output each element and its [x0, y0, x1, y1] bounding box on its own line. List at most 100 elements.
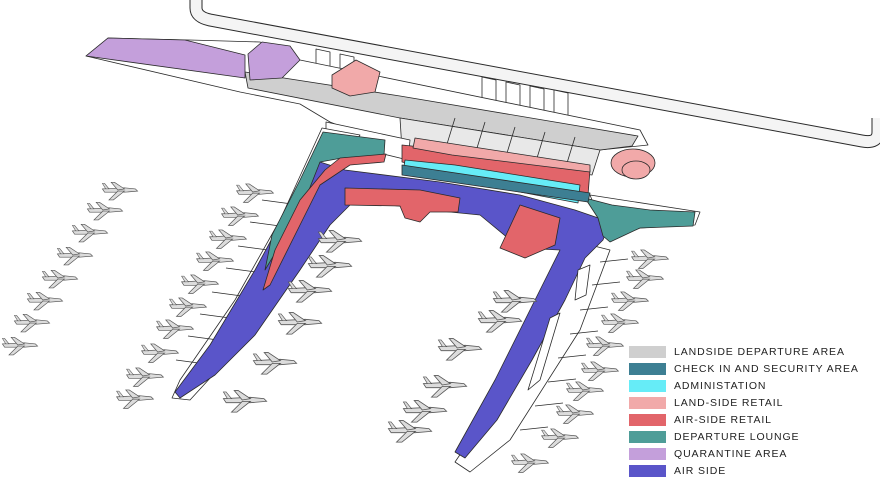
- contact-gate-aircraft-right: [580, 361, 620, 381]
- aircraft-fuselage: [492, 296, 538, 304]
- aircraft-wing: [575, 381, 591, 391]
- aircraft-tail: [541, 429, 550, 437]
- aircraft-tail: [236, 184, 245, 192]
- contact-gate-aircraft-left: [220, 206, 260, 226]
- aircraft-fuselage: [140, 349, 180, 355]
- aircraft-tail: [252, 353, 263, 361]
- aircraft-tail: [317, 231, 328, 239]
- legend-swatch: [629, 413, 666, 426]
- aircraft-tail: [221, 207, 230, 215]
- aircraft-wing: [230, 206, 246, 216]
- contact-gate-aircraft-left: [155, 319, 195, 339]
- aircraft-fuselage: [277, 318, 323, 326]
- aircraft-fuselage: [625, 275, 665, 281]
- boarding-bridge: [557, 354, 587, 359]
- aircraft-tail: [169, 298, 178, 306]
- boarding-bridge: [225, 267, 257, 273]
- aircraft-wing: [395, 430, 417, 443]
- aircraft-fuselage: [1, 342, 39, 348]
- aircraft-fuselage: [437, 344, 483, 352]
- contact-gate-aircraft-inner-left: [277, 312, 323, 335]
- aircraft-wing: [150, 343, 166, 353]
- contact-gate-aircraft-right: [585, 336, 625, 356]
- aircraft-wing: [592, 345, 611, 356]
- aircraft-tail: [631, 250, 640, 258]
- contact-gate-aircraft-left: [115, 389, 155, 409]
- boarding-bridge: [547, 378, 577, 383]
- aircraft-tail: [196, 252, 205, 260]
- legend-item-quarantine-area: QUARANTINE AREA: [629, 445, 879, 462]
- aircraft-tail: [581, 362, 590, 370]
- aircraft-fuselage: [71, 229, 109, 235]
- aircraft-wing: [617, 300, 636, 311]
- aircraft-wing: [8, 345, 26, 356]
- legend-item-air-side: AIR SIDE: [629, 462, 879, 479]
- legend-label: QUARANTINE AREA: [674, 447, 788, 460]
- aircraft-wing: [205, 251, 221, 261]
- right-pier-void: [574, 264, 591, 301]
- aircraft-fuselage: [41, 275, 79, 281]
- aircraft-wing: [233, 390, 252, 401]
- aircraft-tail: [41, 271, 50, 278]
- aircraft-wing: [640, 249, 656, 259]
- legend-label: AIR-SIDE RETAIL: [674, 413, 772, 426]
- aircraft-wing: [50, 269, 66, 279]
- aircraft-wing: [230, 400, 252, 413]
- boarding-bridge: [261, 199, 293, 205]
- aircraft-wing: [35, 291, 51, 301]
- aircraft-wing: [175, 306, 194, 317]
- contact-gate-aircraft-inner-right: [422, 375, 468, 398]
- aircraft-wing: [110, 181, 126, 191]
- aircraft-fuselage: [580, 367, 620, 373]
- boarding-bridge: [199, 313, 231, 319]
- contact-gate-aircraft-right: [610, 291, 650, 311]
- contact-gate-aircraft-right: [565, 381, 605, 401]
- aircraft-fuselage: [208, 235, 248, 241]
- land-side-retail-rotunda-inner: [621, 160, 651, 180]
- quarantine-area-wing: [85, 37, 246, 79]
- aircraft-tail: [222, 391, 233, 399]
- aircraft-wing: [132, 376, 151, 387]
- aircraft-tail: [1, 338, 10, 345]
- legend-swatch: [629, 464, 666, 477]
- remote-stand-aircraft: [41, 269, 79, 289]
- aircraft-tail: [277, 313, 288, 321]
- aircraft-wing: [398, 420, 417, 431]
- remote-stand-aircraft: [86, 201, 124, 221]
- contact-gate-aircraft-left: [125, 367, 165, 387]
- aircraft-wing: [20, 322, 38, 333]
- aircraft-fuselage: [317, 236, 363, 244]
- departure-lounge-right: [584, 197, 696, 243]
- aircraft-fuselage: [510, 459, 550, 465]
- aircraft-wing: [562, 413, 581, 424]
- aircraft-wing: [587, 370, 606, 381]
- aircraft-fuselage: [585, 342, 625, 348]
- remote-stand-aircraft: [101, 181, 139, 201]
- air-side-retail-strip: [262, 153, 387, 291]
- aircraft-wing: [285, 322, 307, 335]
- aircraft-wing: [162, 328, 181, 339]
- aircraft-tail: [56, 248, 65, 255]
- aircraft-fuselage: [13, 319, 51, 325]
- aircraft-fuselage: [610, 297, 650, 303]
- aircraft-wing: [565, 404, 581, 414]
- hall-column-line: [506, 126, 516, 154]
- legend-label: DEPARTURE LOUNGE: [674, 430, 800, 443]
- aircraft-wing: [410, 410, 432, 423]
- legend-label: AIR SIDE: [674, 464, 727, 477]
- aircraft-fuselage: [402, 406, 448, 414]
- aircraft-fuselage: [86, 207, 124, 213]
- aircraft-wing: [202, 260, 221, 271]
- aircraft-tail: [101, 183, 110, 190]
- aircraft-wing: [637, 258, 656, 269]
- aircraft-tail: [86, 203, 95, 210]
- legend-swatch: [629, 447, 666, 460]
- aircraft-wing: [488, 310, 507, 321]
- aircraft-wing: [632, 278, 651, 289]
- aircraft-fuselage: [101, 187, 139, 193]
- aircraft-tail: [586, 337, 595, 345]
- aircraft-tail: [601, 314, 610, 322]
- aircraft-tail: [26, 293, 35, 300]
- aircraft-fuselage: [477, 316, 523, 324]
